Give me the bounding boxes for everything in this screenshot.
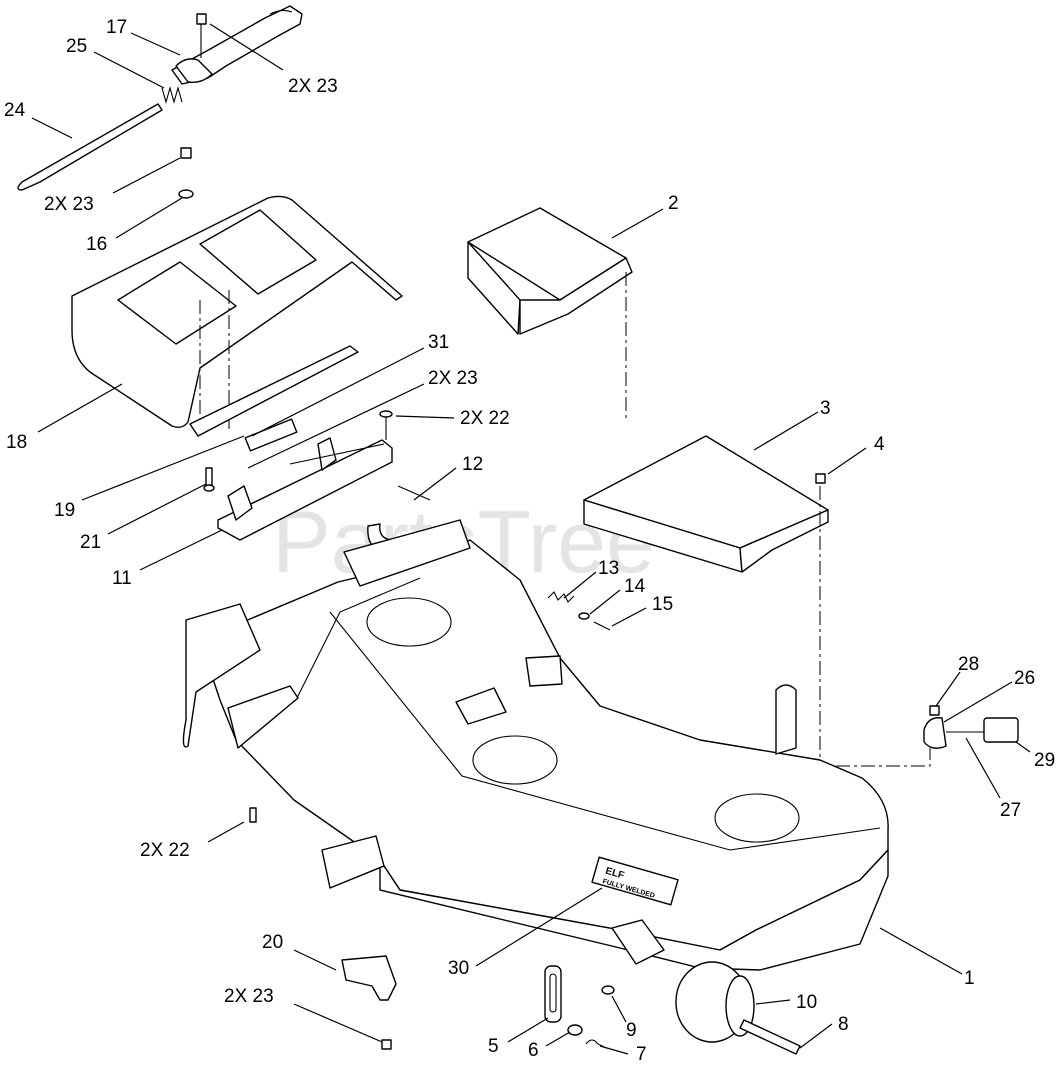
part-14-washer bbox=[578, 612, 590, 620]
part-29-fitting bbox=[983, 717, 1019, 743]
part-11-plate bbox=[217, 437, 393, 541]
part-16-washer bbox=[178, 189, 194, 199]
callout-22b: 2X 22 bbox=[140, 840, 190, 861]
part-10-wheel bbox=[675, 961, 755, 1043]
part-31-bar bbox=[189, 345, 359, 437]
callout-10: 10 bbox=[796, 992, 817, 1013]
decal-line-1: ELF bbox=[604, 866, 625, 882]
part-27-hose bbox=[836, 731, 984, 767]
part-18-top-shield bbox=[71, 195, 403, 430]
callout-28: 28 bbox=[958, 654, 979, 675]
callout-9: 9 bbox=[626, 1020, 637, 1041]
callout-24: 24 bbox=[4, 100, 26, 121]
callout-labels: 17 25 2X 23 24 2X 23 16 2 31 2X 23 2X 22… bbox=[4, 17, 1055, 1065]
part-25-spring bbox=[161, 85, 183, 105]
part-21-bolt bbox=[203, 467, 215, 492]
part-9-washer bbox=[601, 985, 615, 995]
callout-19: 19 bbox=[54, 500, 75, 521]
callout-5: 5 bbox=[488, 1036, 499, 1057]
callout-27: 27 bbox=[1000, 800, 1021, 821]
callout-17: 17 bbox=[106, 17, 127, 38]
part-28-bolt bbox=[929, 705, 940, 716]
part-22-bolt-top bbox=[379, 410, 393, 440]
part-26-elbow bbox=[923, 717, 947, 749]
part-1-deck bbox=[182, 519, 889, 971]
part-3-cover bbox=[583, 435, 829, 573]
callout-6: 6 bbox=[528, 1040, 539, 1061]
callout-13: 13 bbox=[598, 558, 619, 579]
leader-lines bbox=[31, 23, 1031, 1055]
callout-8: 8 bbox=[838, 1014, 849, 1035]
callout-12: 12 bbox=[462, 454, 483, 475]
callout-31: 31 bbox=[428, 332, 449, 353]
callout-26: 26 bbox=[1014, 668, 1035, 689]
callout-15: 15 bbox=[652, 594, 673, 615]
callout-30: 30 bbox=[448, 958, 469, 979]
callout-21: 21 bbox=[80, 532, 101, 553]
part-15-pin bbox=[593, 621, 611, 631]
part-23-nut-bottom bbox=[381, 1039, 392, 1050]
callout-23b: 2X 23 bbox=[44, 194, 94, 215]
part-8-axle-bolt bbox=[739, 1019, 801, 1055]
callout-1: 1 bbox=[964, 968, 975, 989]
callout-7: 7 bbox=[636, 1044, 647, 1065]
part-7-pin bbox=[585, 1039, 607, 1049]
callout-29: 29 bbox=[1034, 750, 1055, 771]
part-4-bolt bbox=[815, 473, 826, 810]
callout-2: 2 bbox=[668, 193, 679, 214]
callout-4: 4 bbox=[874, 434, 885, 455]
part-20-bracket bbox=[341, 955, 397, 1001]
callout-23c: 2X 23 bbox=[428, 368, 478, 389]
part-22-bolt-bottom bbox=[249, 807, 257, 823]
part-2-belt-cover bbox=[467, 207, 633, 420]
part-6-washer bbox=[567, 1024, 583, 1036]
callout-11: 11 bbox=[112, 568, 132, 589]
callout-14: 14 bbox=[624, 576, 646, 597]
part-5-link bbox=[544, 965, 562, 1023]
callout-25: 25 bbox=[66, 36, 87, 57]
callout-20: 20 bbox=[262, 932, 283, 953]
part-24-rod bbox=[17, 103, 163, 191]
part-13-spring bbox=[547, 591, 575, 603]
callout-16: 16 bbox=[86, 234, 107, 255]
callout-3: 3 bbox=[820, 398, 831, 419]
part-17-lever-bracket bbox=[171, 5, 303, 85]
part-19-decal bbox=[244, 418, 298, 452]
part-23-nut-top bbox=[180, 147, 192, 159]
callout-18: 18 bbox=[6, 432, 27, 453]
callout-22a: 2X 22 bbox=[460, 408, 510, 429]
callout-23a: 2X 23 bbox=[288, 76, 338, 97]
callout-23d: 2X 23 bbox=[224, 986, 274, 1007]
